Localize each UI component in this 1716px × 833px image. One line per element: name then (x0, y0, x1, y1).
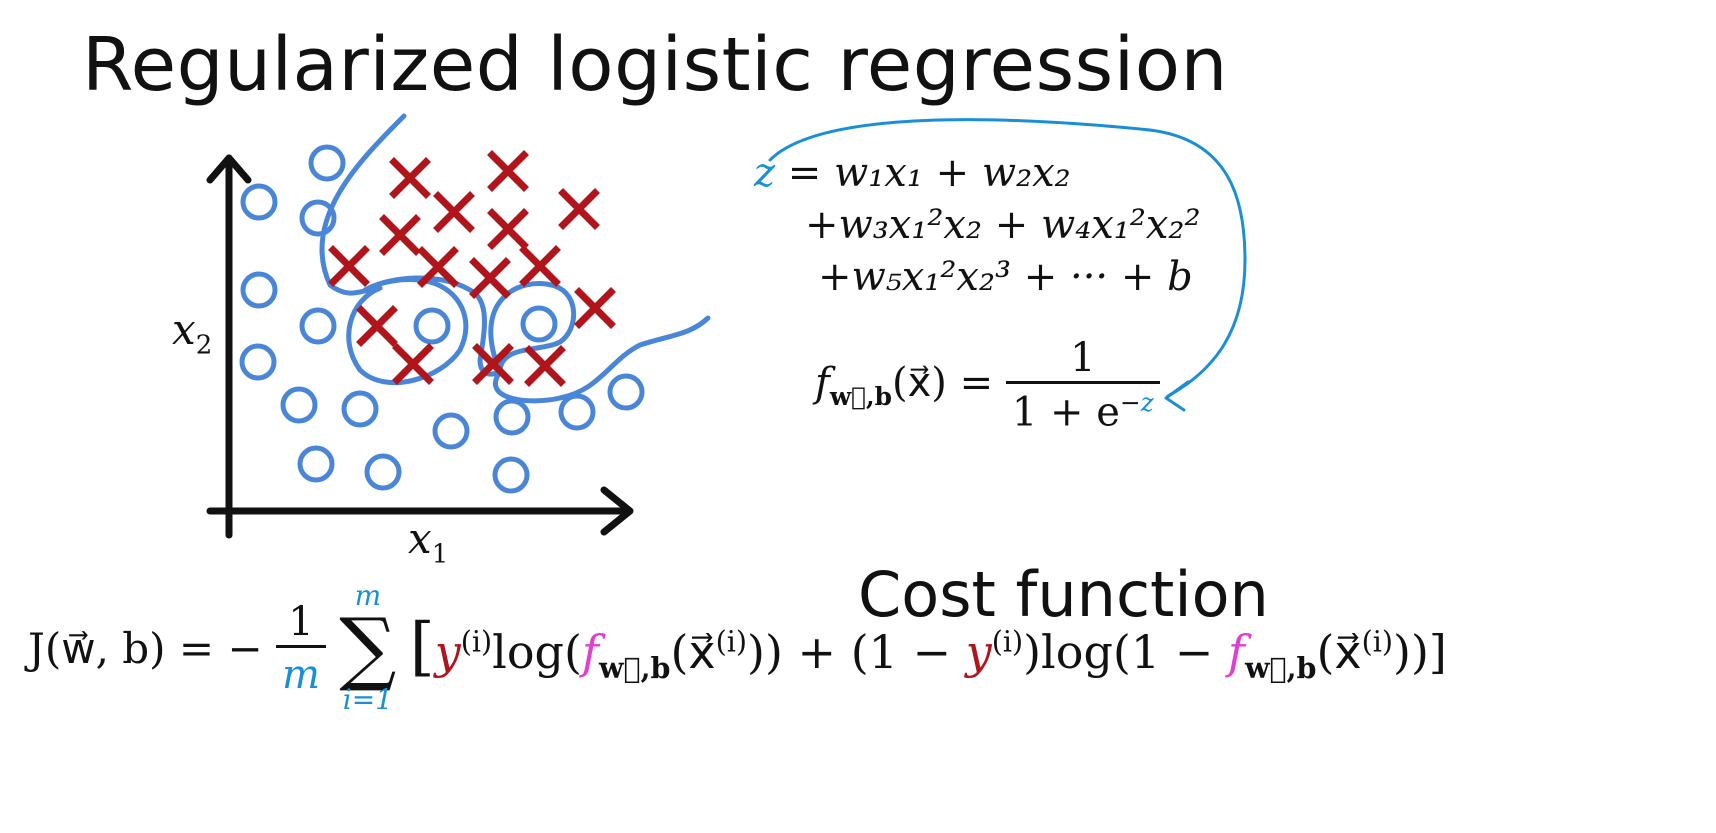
circle-marker (413, 307, 451, 345)
f-subscript: w⃗,b (829, 381, 893, 411)
cross-marker (356, 305, 398, 347)
circle-marker (607, 373, 645, 411)
sigmoid-equation: fw⃗,b(x⃗) = 1 1 + e−z (815, 335, 1160, 435)
z-equation-line2: +w₃x₁²x₂ + w₄x₁²x₂² (805, 202, 1201, 248)
x-arg-2: (x⃗ (1316, 625, 1362, 680)
f1-subscript: w⃗,b (598, 651, 671, 686)
y-axis-label: x2 (172, 305, 212, 360)
circle-marker (558, 393, 596, 431)
cross-marker (487, 208, 529, 250)
z-arrow-curve (768, 118, 1247, 398)
z-symbol: z (754, 150, 776, 196)
cross-marker (389, 157, 431, 199)
cost-equation: J(w⃗, b) = − 1 m m ∑ i=1 [y(i)log(fw⃗,b(… (28, 582, 1447, 714)
y-axis-label-var: x (172, 305, 196, 354)
y-term-2: y (965, 625, 992, 680)
x-axis-label-var: x (408, 514, 432, 563)
decision-boundary-curve (319, 113, 711, 404)
cross-marker (472, 343, 514, 385)
cross-marker (558, 188, 600, 230)
y2-superscript: (i) (991, 626, 1024, 660)
cross-marker (433, 191, 475, 233)
x-arg-1: (x⃗ (670, 625, 716, 680)
cost-frac-den: m (276, 644, 326, 698)
circle-marker (299, 199, 337, 237)
circle-marker (520, 305, 558, 343)
y-axis-arrowhead (206, 154, 252, 184)
circle-marker (493, 398, 531, 436)
circle-marker (280, 386, 318, 424)
exponent-z: z (1140, 388, 1154, 417)
f-argument: (x⃗) = (892, 359, 994, 406)
cost-function-heading: Cost function (858, 558, 1269, 631)
cross-marker (392, 343, 434, 385)
z-arrow-head (1164, 380, 1190, 412)
sigmoid-denominator: 1 + e−z (1005, 381, 1160, 436)
circle-marker (240, 271, 278, 309)
x-axis-label-sub: 1 (431, 539, 449, 570)
exponent-sign: − (1119, 388, 1141, 417)
y-axis-label-sub: 2 (195, 330, 213, 361)
circle-marker (432, 412, 470, 450)
x1-superscript: (i) (715, 626, 748, 660)
cross-marker (417, 246, 459, 288)
circle-marker (492, 456, 530, 494)
log-term-1: log( (492, 625, 582, 680)
y1-superscript: (i) (460, 626, 493, 660)
z-equation-line3: +w₅x₁²x₂³ + ··· + b (818, 254, 1193, 300)
summation: m ∑ i=1 (339, 582, 396, 714)
circle-marker (240, 183, 278, 221)
z-line2-terms: +w₃x₁²x₂ + w₄x₁²x₂² (805, 202, 1201, 248)
z-line3-terms: +w₅x₁²x₂³ + ··· + b (818, 254, 1193, 300)
cost-fraction: 1 m (276, 599, 326, 698)
close-arg-1: )) (747, 625, 783, 680)
f-term-1: f (581, 625, 599, 680)
plus-one-minus: + (1 − (782, 625, 966, 680)
f-symbol: f (815, 359, 830, 406)
cost-lhs: J(w⃗, b) = − (28, 623, 263, 673)
circle-marker (239, 343, 277, 381)
sigmoid-fraction: 1 1 + e−z (1005, 335, 1160, 436)
cross-marker (574, 287, 616, 329)
sigma-symbol: ∑ (339, 601, 397, 694)
circle-marker (297, 445, 335, 483)
cost-body: [y(i)log(fw⃗,b(x⃗(i))) + (1 − y(i))log(1… (410, 610, 1447, 685)
z-equation-line1: z = w₁x₁ + w₂x₂ (754, 150, 1071, 196)
cross-marker (379, 214, 421, 256)
cross-marker (524, 345, 566, 387)
cross-marker (328, 245, 370, 287)
sum-lower-limit: i=1 (342, 683, 393, 716)
z-line1-terms: = w₁x₁ + w₂x₂ (787, 150, 1071, 196)
cross-marker (469, 257, 511, 299)
y-term-1: y (434, 625, 461, 680)
cross-marker (487, 150, 529, 192)
denominator-base: 1 + e (1011, 389, 1120, 436)
cost-frac-num: 1 (288, 598, 314, 645)
x-axis-arrowhead (600, 486, 634, 536)
circle-markers (239, 144, 645, 494)
open-bracket: [ (409, 610, 435, 685)
plot-axes (206, 154, 634, 539)
circle-marker (308, 144, 346, 182)
x2-superscript: (i) (1361, 626, 1394, 660)
page-title: Regularized logistic regression (82, 22, 1228, 108)
log-term-2: )log(1 − (1023, 625, 1228, 680)
close-bracket: ))] (1393, 625, 1447, 680)
sigmoid-numerator: 1 (1070, 335, 1096, 381)
x-axis-label: x1 (408, 514, 448, 569)
circle-marker (299, 307, 337, 345)
cross-markers (328, 150, 616, 387)
sum-upper-limit: m (354, 579, 382, 612)
f2-subscript: w⃗,b (1244, 651, 1317, 686)
circle-marker (364, 453, 402, 491)
circle-marker (341, 390, 379, 428)
f-term-2: f (1227, 625, 1245, 680)
cross-marker (519, 245, 561, 287)
